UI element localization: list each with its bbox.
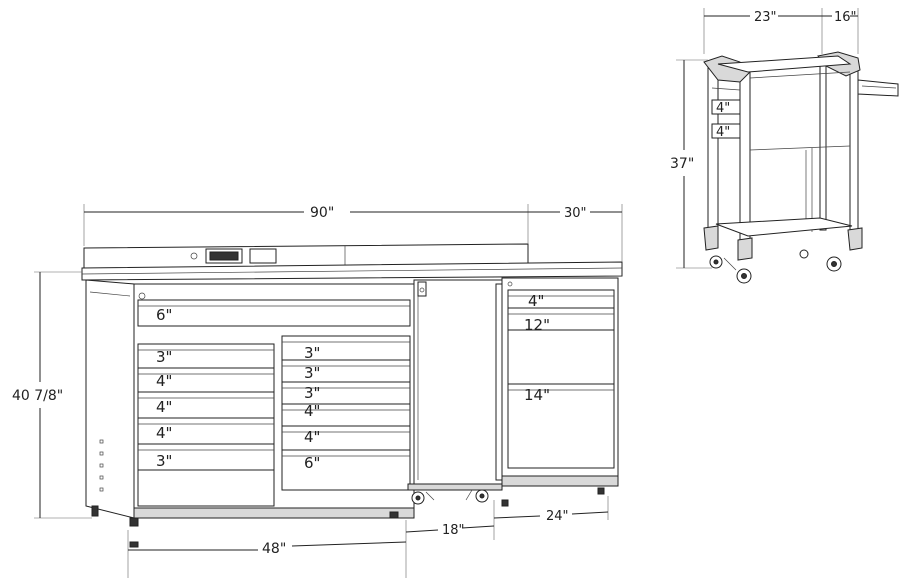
cart-drawer xyxy=(711,99,741,115)
right-drawer-4 xyxy=(507,383,615,469)
mobile-cart: 4" 4" xyxy=(703,51,899,284)
dimension-label: 16" xyxy=(834,10,857,25)
foot xyxy=(129,541,139,548)
corner-cap xyxy=(737,237,753,261)
dimension-label: 40 7/8" xyxy=(12,388,63,404)
drawer-label: 4" xyxy=(156,398,172,416)
dimension-label: 24" xyxy=(546,509,569,524)
right-drawer-1 xyxy=(507,289,615,309)
dimension-18: 18" xyxy=(405,500,495,540)
foot xyxy=(129,517,139,527)
left-top-drawer xyxy=(137,299,411,327)
lock-icon xyxy=(138,292,146,300)
right-column-drawers xyxy=(281,335,411,491)
display-screen xyxy=(209,251,239,261)
dimension-label: 37" xyxy=(670,156,694,172)
cart-casters xyxy=(709,249,842,284)
middle-cart-casters xyxy=(407,483,503,505)
dimension-16: 16" xyxy=(822,8,859,54)
drawer-label: 4" xyxy=(156,424,172,442)
drawer-label: 3" xyxy=(304,364,320,382)
dimension-label: 18" xyxy=(442,523,465,538)
drawer-label: 4" xyxy=(304,428,320,446)
foot xyxy=(389,511,399,519)
drawer-label-top: 6" xyxy=(156,306,172,324)
dimension-48: 48" xyxy=(127,520,407,578)
cart-post xyxy=(819,59,827,231)
dimension-23: 23" xyxy=(703,8,823,54)
dimension-37: 37" xyxy=(670,59,712,269)
cart-handle xyxy=(857,79,899,97)
drawer-label: 6" xyxy=(304,454,320,472)
dimension-24: 24" xyxy=(493,496,609,524)
cart-post xyxy=(707,63,719,247)
drawer-label: 3" xyxy=(156,452,172,470)
cart-latch xyxy=(417,281,427,297)
right-cabinet-plinth xyxy=(501,475,619,487)
corner-cap xyxy=(703,225,719,251)
drawer-label: 14" xyxy=(524,386,550,404)
drawer-label: 4" xyxy=(156,372,172,390)
left-cabinet-side xyxy=(85,279,135,519)
drawer-label: 4" xyxy=(304,402,320,420)
dimension-label: 23" xyxy=(754,10,777,25)
drawer-label: 4" xyxy=(716,125,730,140)
cart-drawer xyxy=(711,123,741,139)
dimension-40-7-8: 40 7/8" xyxy=(12,271,92,519)
drawer-label: 3" xyxy=(156,348,172,366)
dimension-label: 30" xyxy=(564,206,587,221)
middle-cart xyxy=(413,279,503,485)
left-column-drawers xyxy=(137,343,275,507)
drawer-label: 3" xyxy=(304,384,320,402)
drawer-label: 4" xyxy=(716,101,730,116)
foot xyxy=(501,499,509,507)
dimension-label: 48" xyxy=(262,541,286,557)
cart-post xyxy=(849,61,859,241)
side-vents xyxy=(99,439,104,492)
workbench-assembly: 6" 3" 4" 4" 4" 3" 3" 3" 3" 4" 4" 6" xyxy=(81,243,623,548)
drawer-label: 3" xyxy=(304,344,320,362)
dimension-30: 30" xyxy=(528,204,623,262)
cart-bottom-shelf xyxy=(715,217,853,237)
drawer-label: 12" xyxy=(524,316,550,334)
outlet-panel xyxy=(249,248,277,264)
drawer-label: 4" xyxy=(528,292,544,310)
power-switch-icon xyxy=(190,252,198,260)
cart-top-tray xyxy=(717,55,852,73)
dimension-90: 90" xyxy=(83,204,529,246)
foot xyxy=(91,505,99,517)
corner-cap xyxy=(847,227,863,251)
left-cabinet-plinth xyxy=(133,507,415,519)
right-drawer-3 xyxy=(507,329,615,385)
foot xyxy=(597,487,605,495)
dimension-label: 90" xyxy=(310,205,334,221)
